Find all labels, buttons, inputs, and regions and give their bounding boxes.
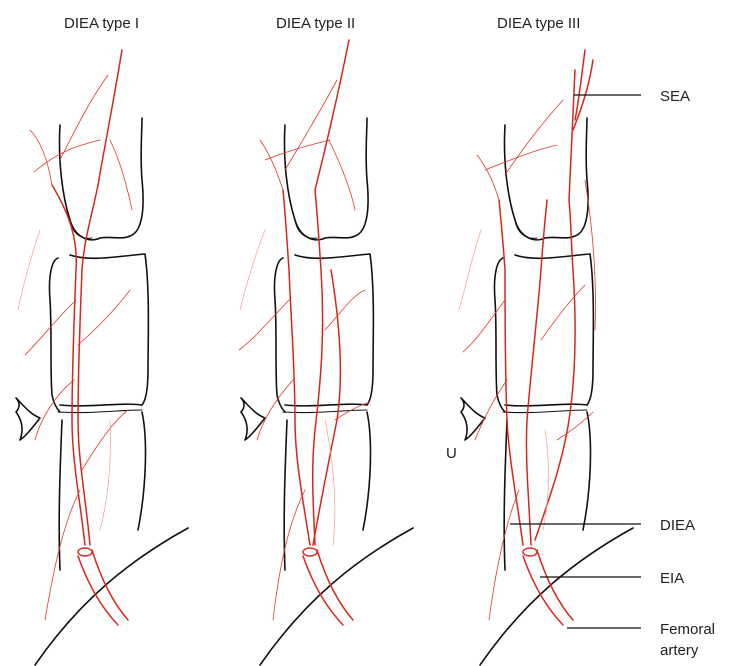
u-label: U bbox=[446, 445, 457, 462]
panel-2-title: DIEA type II bbox=[276, 15, 355, 32]
eia-label: EIA bbox=[660, 570, 684, 587]
panel-diea-type-2 bbox=[239, 40, 413, 665]
panel-3-title: DIEA type III bbox=[497, 15, 580, 32]
femoral-label-line1: Femoral bbox=[660, 621, 715, 638]
panel-diea-type-1 bbox=[16, 50, 188, 665]
femoral-label-line2: artery bbox=[660, 642, 699, 659]
diea-label: DIEA bbox=[660, 517, 695, 534]
sea-label: SEA bbox=[660, 88, 690, 105]
panel-1-title: DIEA type I bbox=[64, 15, 139, 32]
panel-diea-type-3 bbox=[459, 50, 633, 665]
